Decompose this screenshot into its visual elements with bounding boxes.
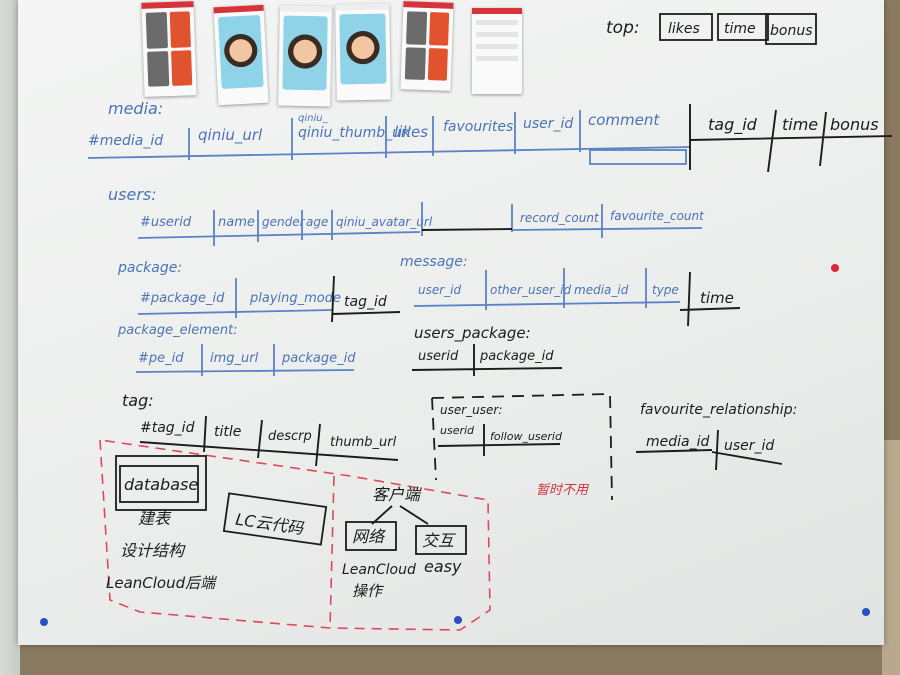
tag-title: tag:: [122, 391, 154, 410]
client-label: 客户端: [372, 485, 422, 504]
top-label: top:: [606, 18, 640, 38]
package-title: package:: [117, 260, 182, 276]
top-box-bonus: [765, 13, 817, 45]
top-box-time: [717, 13, 769, 41]
users-title: users:: [108, 185, 157, 204]
message-field: media_id: [574, 283, 629, 297]
users-field: record_count: [520, 211, 600, 225]
media-field: comment: [588, 111, 660, 129]
favourite-relationship-title: favourite_relationship:: [640, 402, 797, 418]
user-user-field: follow_userid: [490, 430, 563, 443]
users-package-field: package_id: [479, 349, 554, 364]
user-user-title: user_user:: [440, 403, 502, 417]
tag-field: thumb_url: [330, 435, 397, 450]
users-field: favourite_count: [610, 209, 705, 223]
media-field-black: time: [782, 115, 818, 134]
blue-pin: [454, 616, 462, 624]
media-title: media:: [108, 99, 163, 118]
top-likes-text: likes: [668, 21, 700, 37]
client-note: LeanCloud: [342, 562, 416, 578]
blue-pin: [40, 618, 48, 626]
wall-right: [882, 440, 900, 675]
message-title: message:: [400, 254, 468, 270]
package-field-black: tag_id: [344, 294, 387, 310]
client-note: 操作: [352, 582, 384, 600]
message-field: type: [652, 283, 679, 297]
users-package-field: userid: [418, 349, 459, 364]
users-field: qiniu_avatar_url: [336, 215, 433, 229]
tag-field: descrp: [268, 429, 312, 444]
tag-field: title: [214, 424, 241, 440]
client-note: easy: [424, 557, 462, 576]
message-field: other_user_id: [490, 283, 571, 297]
package-field: #package_id: [140, 291, 225, 306]
users-field: age: [306, 215, 328, 229]
database-line: 设计结构: [120, 541, 186, 560]
favourite-relationship-field: user_id: [724, 438, 774, 454]
users-field: #userid: [140, 215, 192, 230]
tag-field: #tag_id: [140, 420, 195, 436]
red-pin: [831, 264, 839, 272]
top-box-likes: [659, 13, 713, 41]
media-field: #media_id: [88, 133, 163, 149]
message-field-black: time: [700, 289, 734, 307]
message-field: user_id: [418, 283, 462, 297]
top-bonus-text: bonus: [770, 23, 813, 39]
package-element-title: package_element:: [117, 323, 238, 338]
media-field-qiniu: qiniu_: [298, 113, 329, 124]
network-box: 网络: [352, 527, 386, 546]
user-user-field: userid: [440, 424, 475, 437]
media-field-black: tag_id: [708, 115, 758, 135]
user-user-note: 暂时不用: [536, 483, 590, 498]
database-box: database: [124, 475, 198, 494]
package-element-field: #pe_id: [138, 351, 184, 366]
package-element-field: package_id: [281, 351, 356, 366]
top-time-text: time: [724, 21, 756, 37]
wall-left: [0, 0, 20, 675]
blue-pin: [862, 608, 870, 616]
media-field: favourites: [443, 119, 513, 135]
whiteboard: [18, 0, 884, 645]
users-package-title: users_package:: [414, 324, 531, 343]
media-field: likes: [394, 123, 428, 141]
media-field: qiniu_url: [198, 126, 263, 145]
users-field: name: [218, 215, 255, 230]
favourite-relationship-field: media_id: [646, 434, 709, 450]
media-field: user_id: [523, 116, 573, 132]
media-field-black: bonus: [830, 115, 879, 134]
users-field: gender: [262, 215, 306, 229]
package-element-field: img_url: [210, 351, 259, 366]
database-line: LeanCloud后端: [106, 574, 217, 592]
pinned-screenshot: [472, 8, 522, 94]
database-line: 建表: [138, 509, 172, 528]
media-field: qiniu_thumb_url: [298, 125, 411, 141]
package-field: playing_mode: [249, 291, 341, 306]
interaction-box: 交互: [422, 531, 456, 550]
